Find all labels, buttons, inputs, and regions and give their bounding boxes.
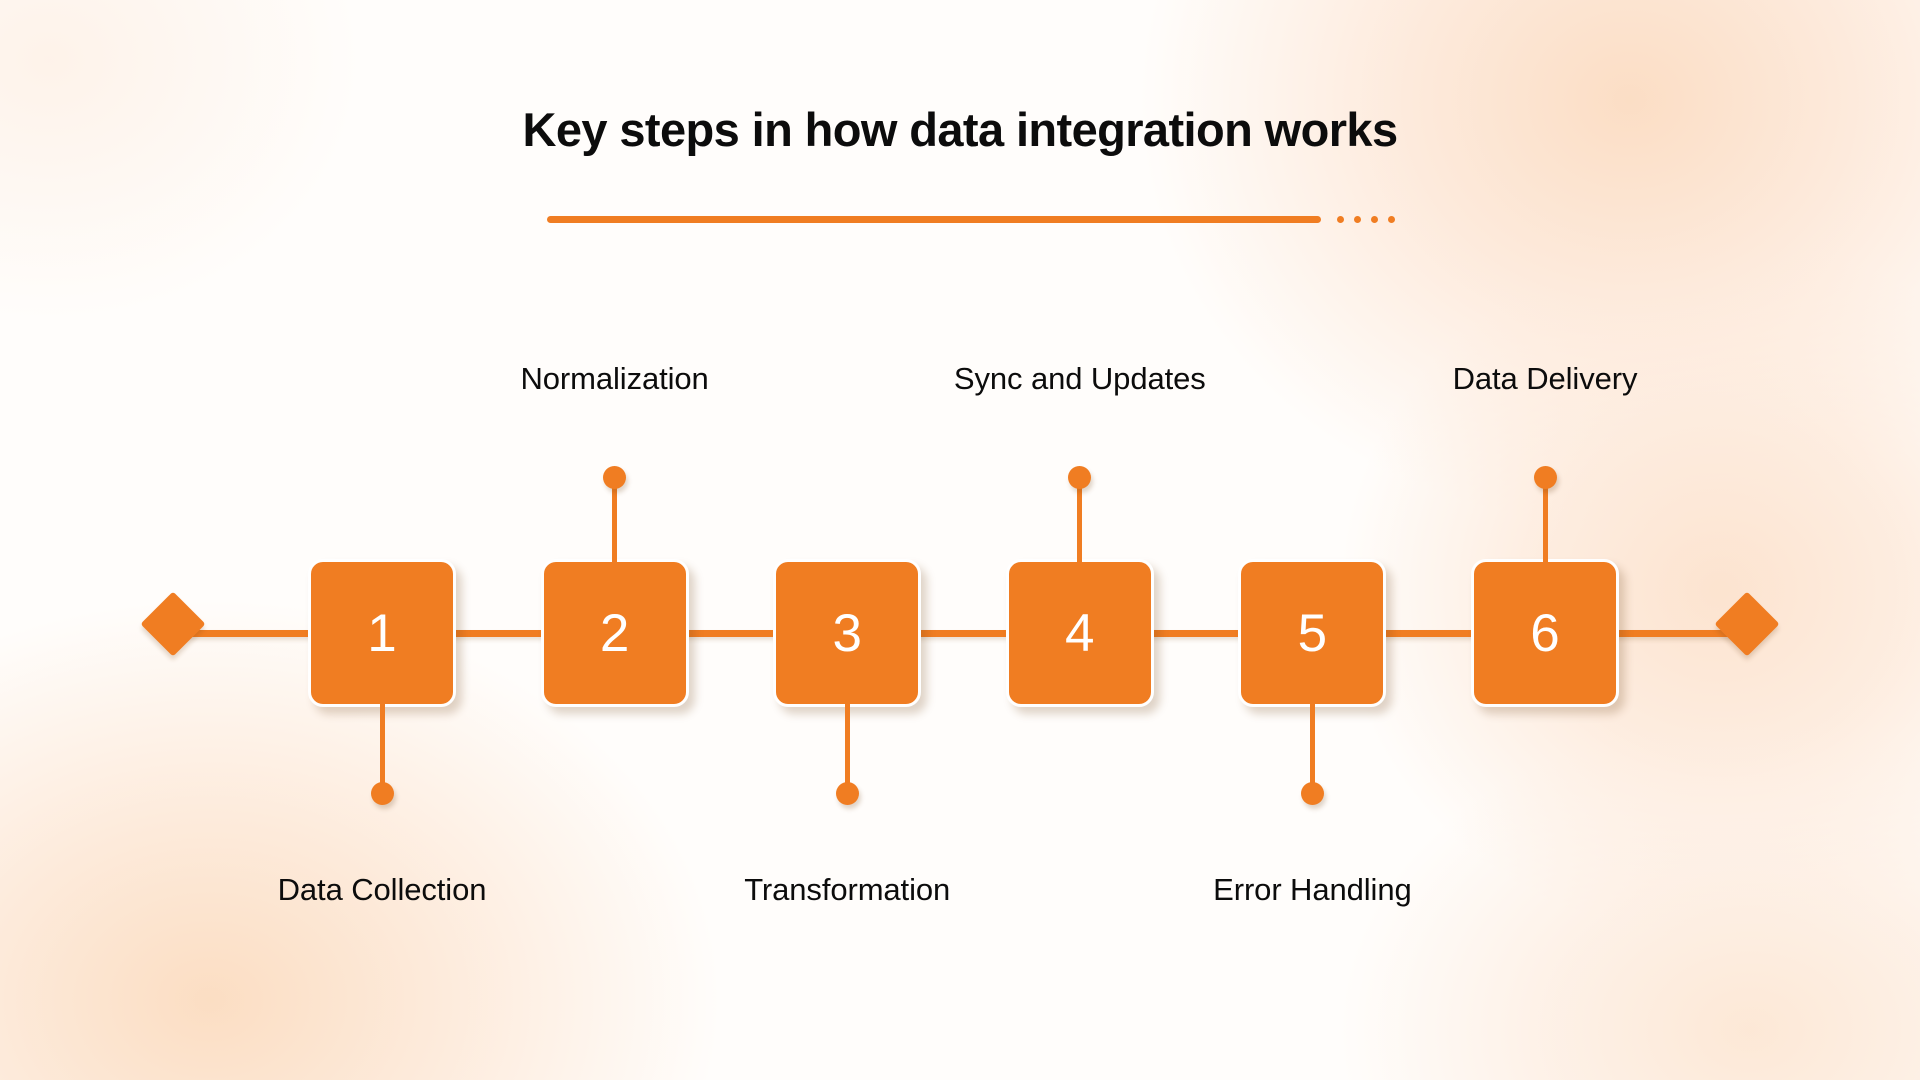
step-box-4[interactable]: 4 [1005, 559, 1154, 707]
step-label-transformation: Transformation [744, 872, 951, 907]
title-block: Key steps in how data integration works [0, 104, 1920, 156]
step-label-normalization: Normalization [520, 361, 709, 396]
step-connector-dot-5 [1300, 782, 1324, 805]
timeline-end-diamond-icon [1714, 591, 1780, 657]
title-underline-dot [1388, 216, 1395, 223]
step-number: 5 [1297, 603, 1328, 663]
title-underline-dot [1337, 216, 1344, 223]
step-label-data-delivery: Data Delivery [1452, 361, 1638, 396]
step-connector-dot-1 [370, 782, 394, 805]
title-underline-dot [1371, 216, 1378, 223]
step-number: 4 [1065, 603, 1095, 663]
page-title: Key steps in how data integration works [522, 103, 1399, 156]
step-connector-stem-3 [844, 700, 850, 792]
step-box-6[interactable]: 6 [1471, 559, 1619, 707]
step-box-1[interactable]: 1 [308, 559, 456, 707]
title-underline-dot [1354, 216, 1361, 223]
step-connector-stem-5 [1309, 700, 1315, 792]
timeline-start-diamond-icon [140, 591, 206, 657]
step-connector-stem-1 [379, 700, 385, 792]
step-connector-dot-6 [1533, 466, 1557, 489]
step-label-data-collection: Data Collection [277, 872, 487, 907]
step-label-error-handling: Error Handling [1213, 872, 1412, 907]
step-number: 6 [1530, 603, 1560, 663]
step-connector-dot-2 [603, 466, 627, 489]
step-connector-stem-2 [612, 478, 618, 568]
step-connector-dot-4 [1068, 466, 1092, 489]
step-connector-stem-6 [1542, 478, 1548, 568]
title-underline-rule [547, 216, 1321, 223]
step-box-5[interactable]: 5 [1238, 559, 1387, 707]
step-number: 1 [367, 603, 397, 663]
step-label-sync-and-updates: Sync and Updates [953, 361, 1206, 396]
step-box-3[interactable]: 3 [773, 559, 922, 707]
step-number: 3 [832, 603, 862, 663]
step-connector-dot-3 [835, 782, 859, 805]
step-box-2[interactable]: 2 [540, 559, 689, 707]
step-number: 2 [599, 603, 630, 663]
title-underline-dots [1337, 216, 1395, 223]
timeline-rail [173, 630, 1757, 637]
step-connector-stem-4 [1077, 478, 1083, 568]
